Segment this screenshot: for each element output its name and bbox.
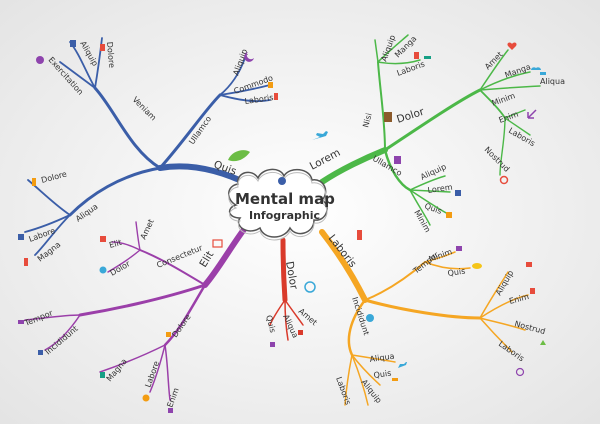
center-title: Mental map (235, 190, 335, 208)
monitor-icon (212, 239, 223, 248)
bulb-icon (515, 367, 525, 377)
center-cloud: Mental map Infographic (228, 168, 335, 241)
folder-icon (456, 246, 462, 251)
node-label-aliqua-l: Aliqua (540, 77, 565, 86)
blob-icon (278, 177, 286, 185)
cup-icon (268, 82, 273, 88)
node-label-quis-lb2: Quis (373, 369, 392, 380)
branch-dolor (269, 237, 304, 341)
pin-icon (526, 262, 532, 267)
ship-icon (424, 56, 431, 59)
center-subtitle: Infographic (249, 209, 320, 222)
branch-elit (24, 221, 248, 401)
node-label-nisi: Nisi (361, 112, 373, 128)
database-icon (455, 190, 461, 196)
check-icon (70, 40, 76, 47)
document-icon (100, 44, 105, 51)
arrow2-icon (392, 378, 398, 381)
figure-icon (100, 236, 106, 242)
arrow-icon (527, 109, 537, 119)
refresh-icon (304, 281, 316, 293)
branch-laboris (319, 229, 529, 406)
balloon-icon (99, 266, 107, 274)
pencil-icon (298, 330, 303, 335)
circle-icon (36, 56, 44, 64)
music-icon (100, 372, 105, 378)
lemon-icon (472, 263, 482, 269)
phone-icon (274, 93, 278, 100)
node-label-quis-lb1: Quis (447, 267, 466, 278)
brush-icon (38, 350, 43, 355)
t-icon (24, 258, 28, 266)
branch-lorem (319, 34, 541, 226)
airplane-icon (312, 131, 328, 140)
heart-icon (507, 42, 517, 50)
book2-icon (414, 52, 419, 59)
scissors-icon (18, 320, 24, 324)
branch-label-dolor: Dolor (283, 260, 300, 290)
node-label-quis-d: Quis (264, 314, 277, 333)
building-icon (384, 112, 392, 122)
person2-icon (357, 230, 362, 240)
tag-icon (446, 212, 452, 218)
node-label-aliqua-lb: Aliqua (369, 352, 395, 364)
node-label-lorem-l: Lorem (427, 183, 453, 195)
fire-icon (530, 288, 535, 294)
radiation-icon (142, 394, 150, 402)
hourglass-icon (166, 332, 171, 337)
clock-icon (366, 314, 374, 322)
cloud-icon (531, 67, 541, 70)
lock-icon (18, 234, 24, 240)
airplane2-icon (398, 362, 407, 368)
book-icon (394, 156, 401, 164)
bird-icon (540, 72, 546, 75)
moon-icon (244, 52, 254, 62)
leaf-icon (228, 150, 250, 162)
node-label-laboris-q: Laboris (244, 93, 274, 106)
node-label-elit-e: Elit (108, 238, 123, 250)
bell-icon (168, 408, 173, 413)
recycle-icon (540, 340, 546, 345)
person-icon (32, 178, 36, 186)
bag-icon (270, 342, 275, 347)
node-label-dolore-q1: Dolore (105, 41, 116, 68)
headphones-icon (499, 175, 509, 185)
